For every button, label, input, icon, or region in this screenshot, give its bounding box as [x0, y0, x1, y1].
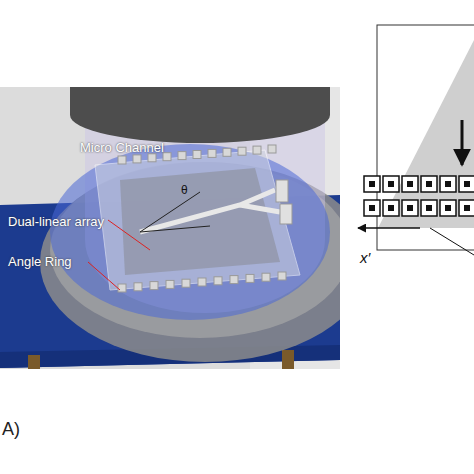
scene	[0, 87, 340, 369]
array-element	[133, 155, 141, 163]
down-arrow	[461, 120, 464, 165]
array-elements	[118, 145, 286, 292]
array-element	[163, 153, 171, 161]
array-element	[178, 152, 186, 160]
array-element	[214, 277, 222, 285]
array-element	[223, 148, 231, 156]
beam	[378, 40, 474, 228]
sensor-dot	[407, 181, 413, 187]
sensor-element	[440, 176, 456, 192]
inlet	[280, 204, 292, 224]
sensor-dot	[426, 181, 432, 187]
array-element	[262, 273, 270, 281]
sensor-element	[383, 200, 399, 216]
schematic	[358, 25, 474, 255]
array-element	[230, 276, 238, 284]
table-leg	[282, 350, 294, 369]
angle-line	[140, 192, 210, 232]
array-element	[148, 154, 156, 162]
part-label: Micro Channel	[80, 141, 164, 154]
sensor-element	[364, 200, 380, 216]
array-element	[253, 146, 261, 154]
sensor-dot	[426, 205, 432, 211]
sensor-dot	[464, 181, 470, 187]
array-element	[278, 272, 286, 280]
sensor-element	[421, 176, 437, 192]
array-element	[238, 147, 246, 155]
chip-core	[120, 168, 280, 275]
sensor-element	[402, 200, 418, 216]
array-element	[118, 156, 126, 164]
axis-arrow	[358, 227, 420, 229]
array-element	[118, 284, 126, 292]
sensor-element	[421, 200, 437, 216]
sensor-element	[402, 176, 418, 192]
sensor-element	[383, 176, 399, 192]
sensor-element	[364, 176, 380, 192]
sensor-element	[440, 200, 456, 216]
objective-lens	[70, 87, 330, 143]
micro-channel	[140, 190, 280, 232]
panel-label: A)	[2, 420, 20, 438]
sensor-dot	[445, 181, 451, 187]
sensor-dot	[369, 205, 375, 211]
array-element	[208, 149, 216, 157]
part-label: Angle Ring	[8, 255, 72, 268]
sensor-element	[459, 200, 474, 216]
sensor-dot	[445, 205, 451, 211]
sensor-dot	[369, 181, 375, 187]
array-element	[134, 283, 142, 291]
sensor-dot	[407, 205, 413, 211]
sensor-dot	[464, 205, 470, 211]
sensor-element	[459, 176, 474, 192]
table-leg	[28, 355, 40, 369]
axis-label: x′	[360, 250, 370, 265]
array-element	[166, 280, 174, 288]
angle-symbol: θ	[181, 184, 188, 196]
array-element	[150, 282, 158, 290]
array-element	[182, 279, 190, 287]
array-element	[268, 145, 276, 153]
leader-line	[88, 220, 150, 290]
part-label: Dual-linear array	[8, 215, 104, 228]
array-element	[193, 151, 201, 159]
chip	[95, 150, 300, 290]
array-element	[198, 278, 206, 286]
frame	[377, 25, 474, 250]
axis-line	[430, 228, 474, 255]
sensor-dot	[388, 181, 394, 187]
blue-disc	[50, 144, 330, 320]
inlet	[276, 180, 288, 202]
array-element	[246, 274, 254, 282]
sensor-dot	[388, 205, 394, 211]
